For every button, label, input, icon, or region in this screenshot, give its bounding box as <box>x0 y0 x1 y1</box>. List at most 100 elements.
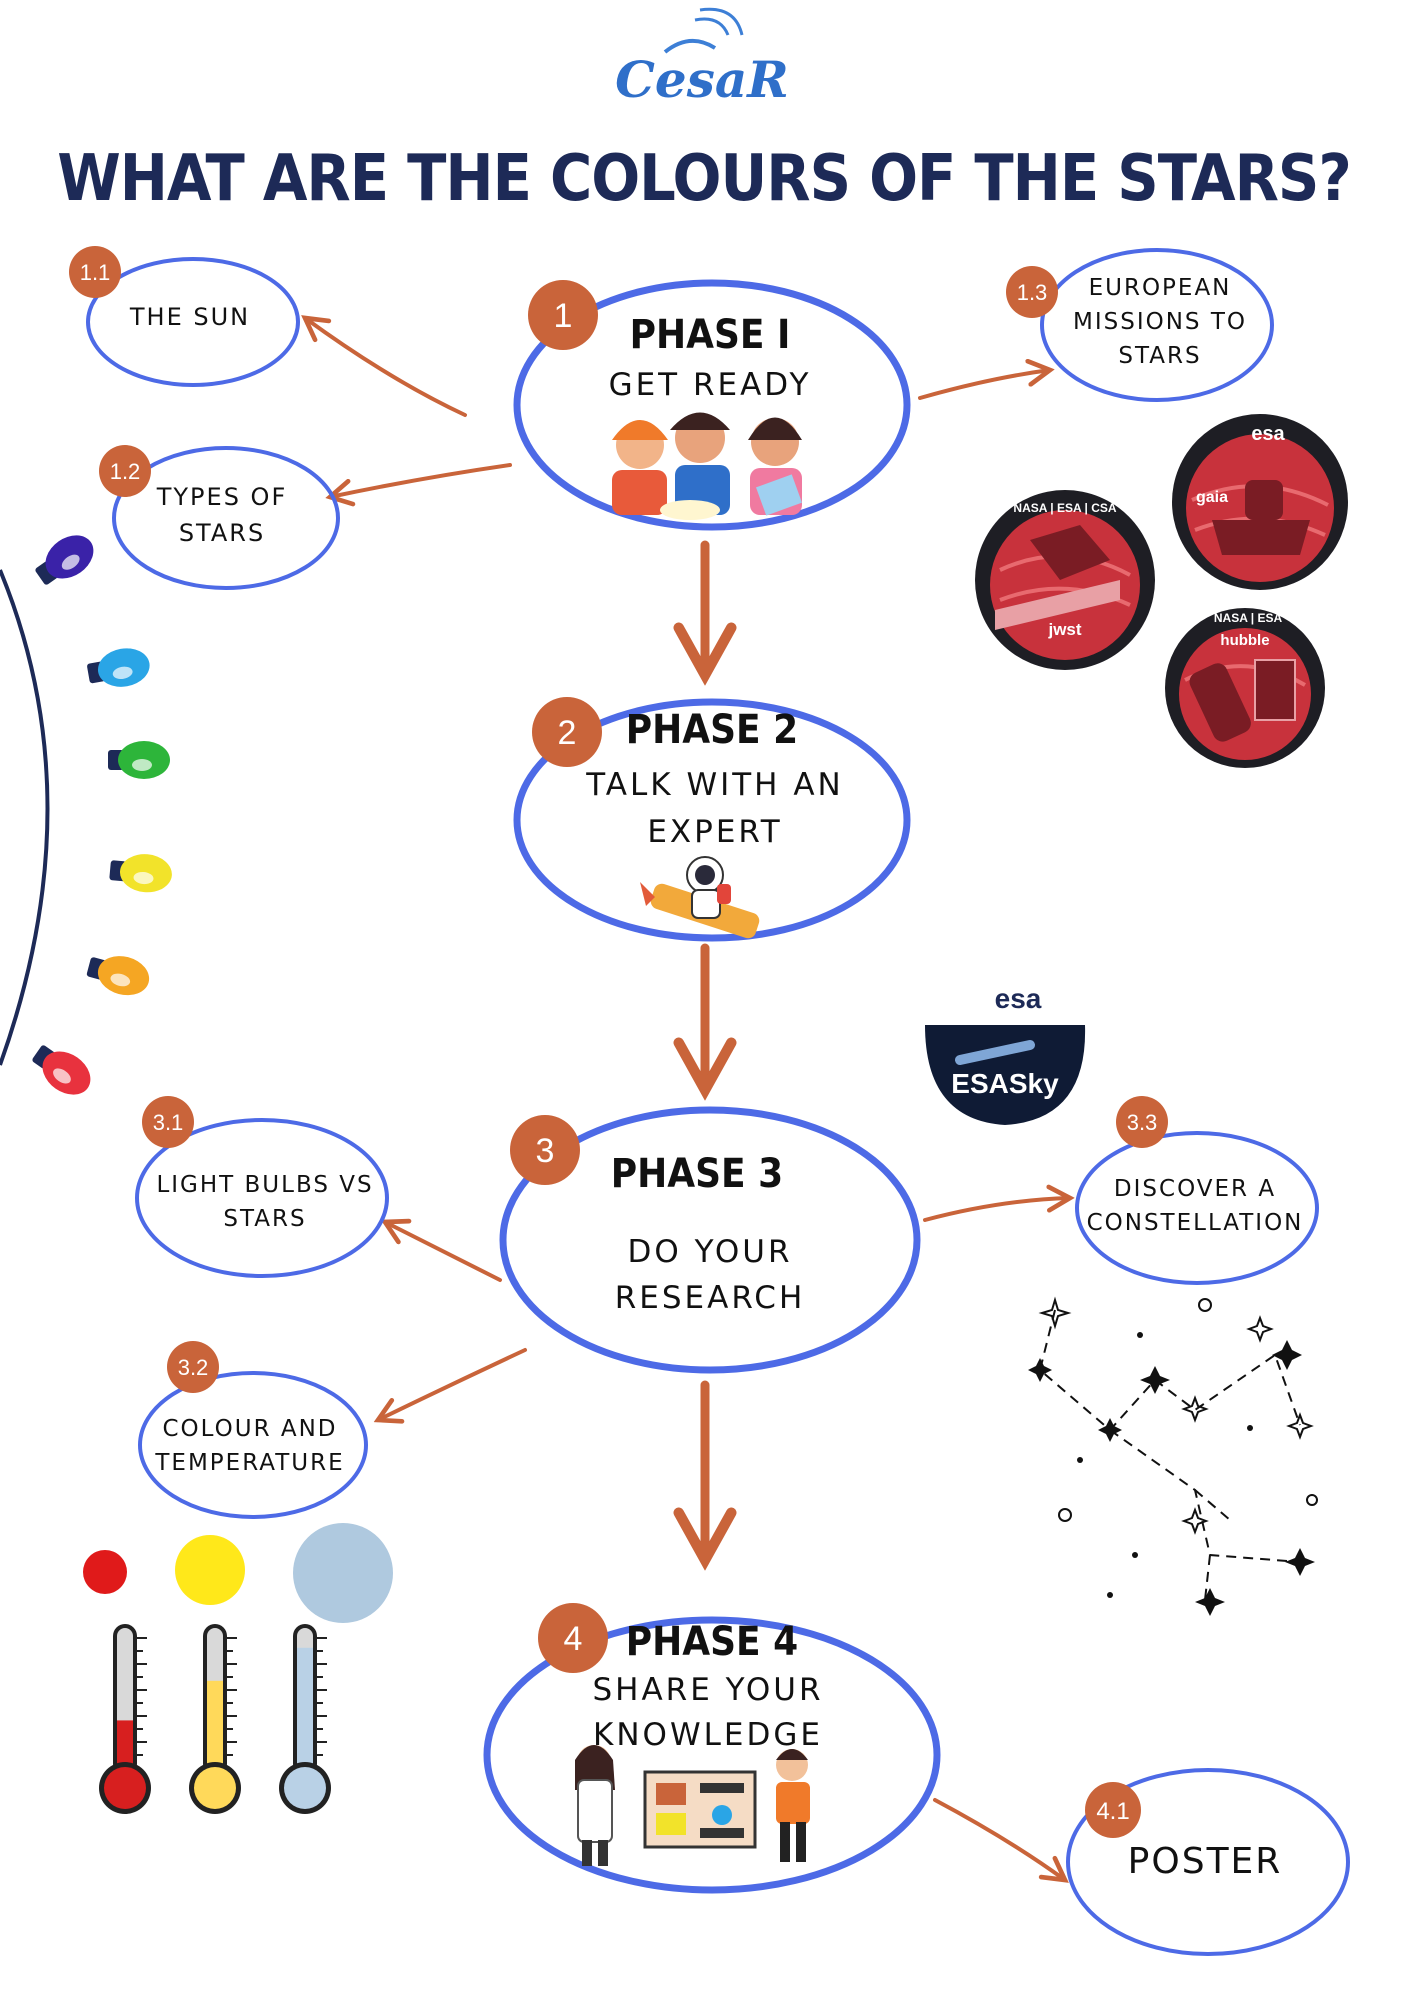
star-icon <box>1195 1588 1225 1616</box>
phase-2-subtitle-line-1: TALK WITH AN <box>585 767 843 803</box>
subtopic-1-1-label: THE SUN <box>129 303 250 331</box>
phase-4-outline <box>483 1616 941 1894</box>
phase-3-subtitle-line-1: DO YOUR <box>628 1234 793 1270</box>
arrow-phase1-to-1-3 <box>918 370 1050 400</box>
star-icon <box>1140 1366 1170 1394</box>
temperature-dot <box>83 1550 127 1594</box>
light-bulb-icon <box>86 956 150 996</box>
subtopic-1-2-number: 1.2 <box>110 459 141 484</box>
connector-arrows <box>305 318 1070 1880</box>
hubble-mission-patch: NASA | ESA hubble <box>1165 608 1325 768</box>
subtopic-1-2: 1.2 TYPES OF STARS <box>99 445 340 590</box>
phase-1-title: PHASE I <box>630 312 791 358</box>
phase-3-number: 3 <box>536 1132 555 1170</box>
phase-2-number: 2 <box>558 714 577 752</box>
subtopic-1-1: 1.1 THE SUN <box>69 246 300 387</box>
antenna-wave-icon-2 <box>699 7 744 36</box>
children-reading-illustration <box>612 412 802 520</box>
subtopic-3-3-line-2: CONSTELLATION <box>1087 1210 1304 1236</box>
subtopic-4-1-outline <box>1066 1768 1350 1956</box>
jwst-agency-label: NASA | ESA | CSA <box>1013 501 1117 515</box>
subtopic-3-1-number: 3.1 <box>153 1110 184 1135</box>
star-dot-icon <box>1137 1332 1143 1338</box>
subtopic-3-2: 3.2 COLOUR AND TEMPERATURE <box>138 1341 368 1519</box>
phase-4-title: PHASE 4 <box>626 1619 798 1665</box>
subtopic-3-3-badge <box>1116 1096 1168 1148</box>
subtopic-1-3-outline <box>1040 248 1274 402</box>
phase-4-subtitle-line-1: SHARE YOUR <box>592 1672 823 1708</box>
thermometer-icon <box>189 1624 241 1814</box>
subtopic-4-1-number: 4.1 <box>1096 1798 1129 1825</box>
subtopic-1-1-badge <box>69 246 121 298</box>
subtopic-3-3-number: 3.3 <box>1127 1110 1158 1135</box>
phase-2-badge <box>532 697 602 767</box>
subtopic-3-2-outline <box>138 1371 368 1519</box>
subtopic-4-1-label: POSTER <box>1128 1841 1283 1882</box>
phase-3-subtitle-line-2: RESEARCH <box>615 1280 806 1316</box>
star-dot-icon <box>1107 1592 1113 1598</box>
subtopic-1-1-outline <box>86 257 300 387</box>
thermometer-icon <box>99 1624 151 1814</box>
arrow-phase3-to-3-2 <box>378 1348 527 1420</box>
subtopic-4-1-badge <box>1085 1782 1141 1838</box>
light-bulb-icon <box>32 1045 91 1095</box>
esasky-badge: esa ESASky <box>925 983 1086 1125</box>
subtopic-3-2-line-2: TEMPERATURE <box>154 1450 344 1476</box>
arrow-phase3-to-3-3 <box>923 1198 1070 1222</box>
subtopic-3-3: 3.3 DISCOVER A CONSTELLATION <box>1075 1096 1319 1285</box>
temperature-dots <box>83 1523 393 1623</box>
light-bulb-icon <box>108 741 170 779</box>
subtopic-4-1: 4.1 POSTER <box>1066 1768 1350 1956</box>
cesar-logo: CesaR <box>615 7 789 109</box>
hubble-name-label: hubble <box>1220 632 1269 649</box>
antenna-icon <box>663 39 717 54</box>
phase-2-subtitle-line-2: EXPERT <box>647 814 782 850</box>
subtopic-1-3-line-3: STARS <box>1118 343 1201 369</box>
phase-4-node: 4 PHASE 4 SHARE YOUR KNOWLEDGE <box>483 1603 941 1894</box>
light-bulb-icon <box>109 854 172 893</box>
star-icon <box>1272 1340 1302 1370</box>
sparkle-icon <box>1181 1507 1209 1535</box>
light-bulb-icon <box>35 535 94 585</box>
subtopic-1-3-number: 1.3 <box>1017 280 1048 305</box>
gaia-name-label: gaia <box>1196 489 1228 506</box>
temperature-dot <box>175 1535 245 1605</box>
phase-4-subtitle-line-2: KNOWLEDGE <box>593 1717 823 1753</box>
subtopic-1-3-badge <box>1006 266 1058 318</box>
esasky-agency-label: esa <box>995 983 1042 1014</box>
star-icon <box>1098 1418 1122 1442</box>
jwst-mission-patch: NASA | ESA | CSA jwst <box>975 490 1155 670</box>
subtopic-1-3-line-1: EUROPEAN <box>1089 275 1232 301</box>
star-icon <box>1285 1548 1315 1576</box>
gaia-agency-label: esa <box>1251 423 1285 445</box>
phase-1-badge <box>528 280 598 350</box>
gaia-mission-patch: esa gaia <box>1172 414 1348 590</box>
phase-3-node: 3 PHASE 3 DO YOUR RESEARCH <box>499 1106 921 1374</box>
phase-2-title: PHASE 2 <box>626 707 798 753</box>
subtopic-3-1-badge <box>142 1096 194 1148</box>
subtopic-1-3-line-2: MISSIONS TO <box>1073 309 1247 335</box>
phase-4-number: 4 <box>564 1620 583 1658</box>
subtopic-3-3-outline <box>1075 1131 1319 1285</box>
subtopic-1-2-outline <box>112 446 340 590</box>
logo-text: CesaR <box>615 50 789 109</box>
astronaut-on-pencil-illustration <box>640 856 760 939</box>
phase-2-node: 2 PHASE 2 TALK WITH AN EXPERT <box>513 697 911 942</box>
subtopic-3-2-number: 3.2 <box>178 1355 209 1380</box>
phase-3-title: PHASE 3 <box>611 1151 783 1197</box>
star-dot-icon <box>1132 1552 1138 1558</box>
subtopic-1-3: 1.3 EUROPEAN MISSIONS TO STARS <box>1006 248 1274 402</box>
star-ring-icon <box>1306 1494 1318 1506</box>
sparkle-icon <box>1246 1315 1274 1343</box>
jwst-name-label: jwst <box>1047 620 1081 639</box>
star-ring-icon <box>1058 1508 1072 1522</box>
subtopic-3-2-line-1: COLOUR AND <box>162 1416 337 1442</box>
bulb-wire <box>0 569 50 1066</box>
thermometers <box>99 1624 331 1814</box>
page-title: WHAT ARE THE COLOURS OF THE STARS? <box>57 142 1351 216</box>
thermometer-icon <box>279 1624 331 1814</box>
temperature-dot <box>293 1523 393 1623</box>
phase-1-outline <box>513 279 911 531</box>
sparkle-icon <box>1181 1395 1209 1423</box>
